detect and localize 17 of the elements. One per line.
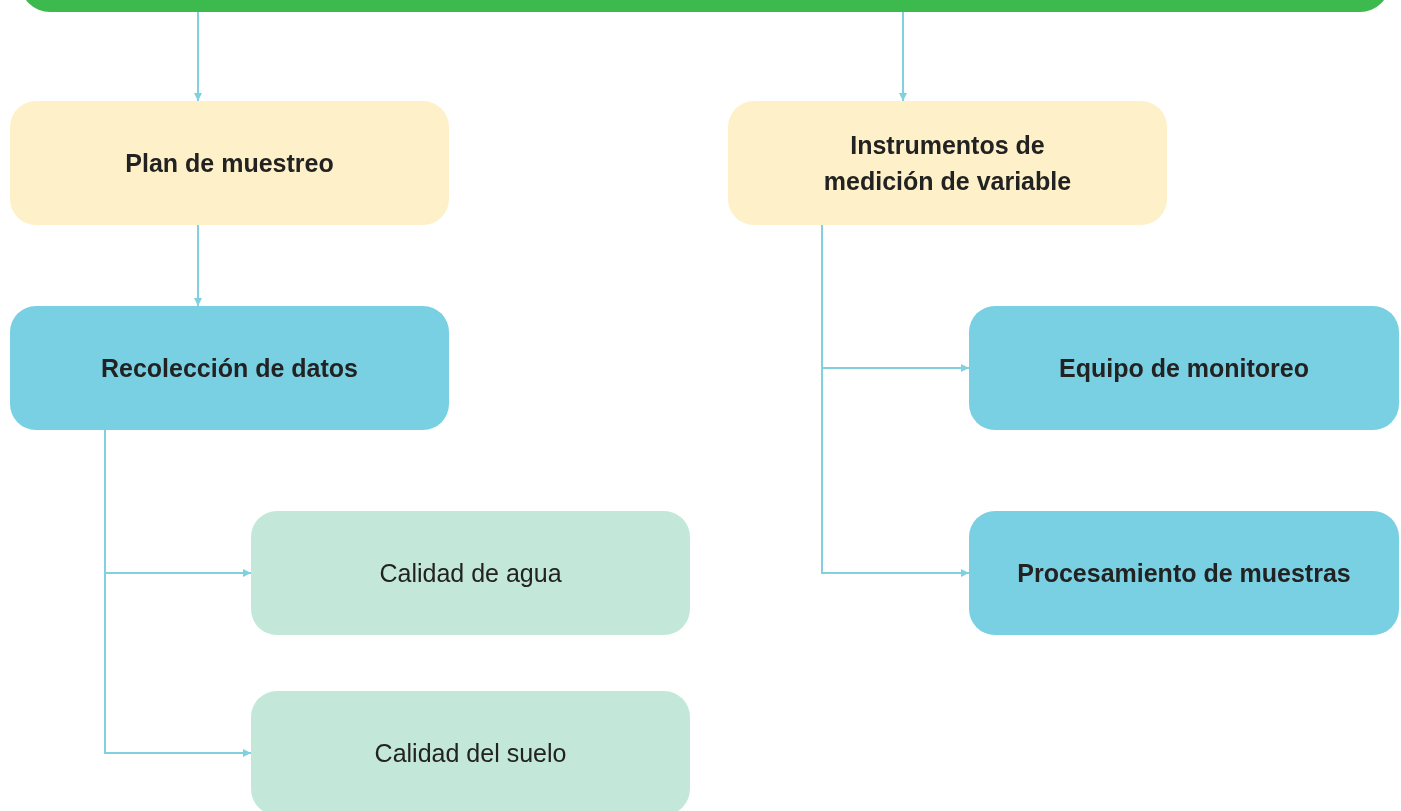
box-label: Procesamiento de muestras	[1017, 557, 1351, 589]
arrow	[899, 11, 907, 102]
process-box	[251, 691, 690, 811]
box-label: Equipo de monitoreo	[1059, 352, 1309, 384]
box-label: Plan de muestreo	[125, 147, 334, 179]
process-box	[10, 101, 449, 225]
box-label: Calidad de agua	[379, 557, 562, 589]
arrow	[194, 224, 202, 307]
process-box	[969, 511, 1399, 635]
box-label: Instrumentos de medición de variable	[822, 129, 1073, 197]
box-label: Recolección de datos	[101, 352, 358, 384]
process-box	[969, 306, 1399, 430]
arrow	[194, 11, 202, 102]
process-box	[728, 101, 1167, 225]
process-box	[10, 306, 449, 430]
box-label: Calidad del suelo	[374, 737, 567, 769]
process-box	[251, 511, 690, 635]
